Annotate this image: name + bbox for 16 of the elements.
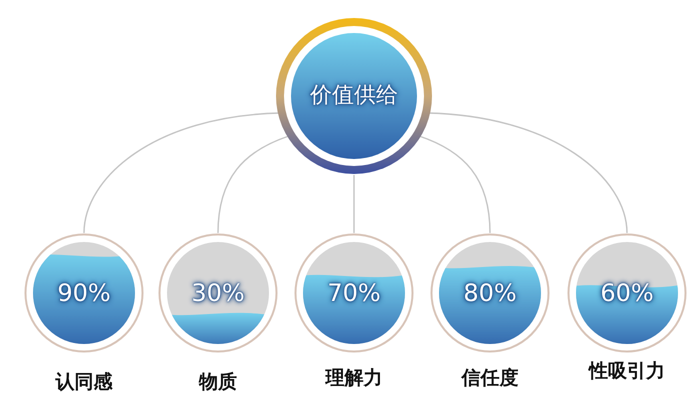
percent-value: 70% xyxy=(326,278,382,308)
percent-value: 60% xyxy=(599,278,655,308)
connector-line xyxy=(418,135,491,234)
caption-label: 信任度 xyxy=(462,366,518,391)
caption-label: 理解力 xyxy=(326,366,382,391)
caption-label: 物质 xyxy=(199,370,237,395)
connector-line xyxy=(217,135,290,234)
connector-line xyxy=(83,112,280,234)
hub-label: 价值供给 xyxy=(309,82,399,110)
caption-label: 性吸引力 xyxy=(589,359,665,384)
percent-value: 80% xyxy=(462,278,518,308)
connector-line xyxy=(353,175,355,233)
percent-value: 30% xyxy=(190,278,246,308)
caption-label: 认同感 xyxy=(56,370,112,395)
connector-line xyxy=(428,112,628,234)
percent-value: 90% xyxy=(56,278,112,308)
